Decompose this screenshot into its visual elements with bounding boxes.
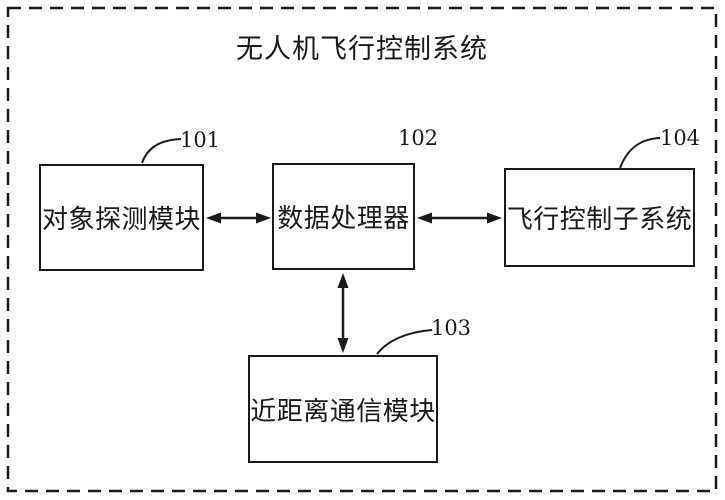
module-box-101: 对象探测模块 bbox=[39, 164, 204, 271]
ref-number-101: 101 bbox=[179, 128, 221, 152]
system-boundary-dashed-frame bbox=[6, 6, 718, 493]
arrow-101-102 bbox=[206, 212, 271, 224]
figure-title: 无人机飞行控制系统 bbox=[236, 34, 488, 65]
arrow-102-104 bbox=[417, 212, 502, 224]
leader-line-104 bbox=[619, 137, 661, 169]
module-box-104: 飞行控制子系统 bbox=[504, 168, 695, 267]
module-label-103: 近距离通信模块 bbox=[250, 396, 436, 427]
leader-line-103 bbox=[376, 329, 433, 355]
module-box-103: 近距离通信模块 bbox=[248, 355, 438, 463]
module-box-102: 数据处理器 bbox=[272, 163, 415, 270]
ref-number-103: 103 bbox=[430, 316, 472, 340]
module-label-101: 对象探测模块 bbox=[41, 205, 201, 235]
module-label-102: 数据处理器 bbox=[277, 204, 410, 234]
leader-line-101 bbox=[141, 138, 182, 164]
ref-number-102: 102 bbox=[397, 126, 439, 150]
ref-number-104: 104 bbox=[659, 126, 701, 150]
module-label-104: 飞行控制子系统 bbox=[506, 205, 693, 235]
arrow-102-103 bbox=[337, 273, 349, 353]
